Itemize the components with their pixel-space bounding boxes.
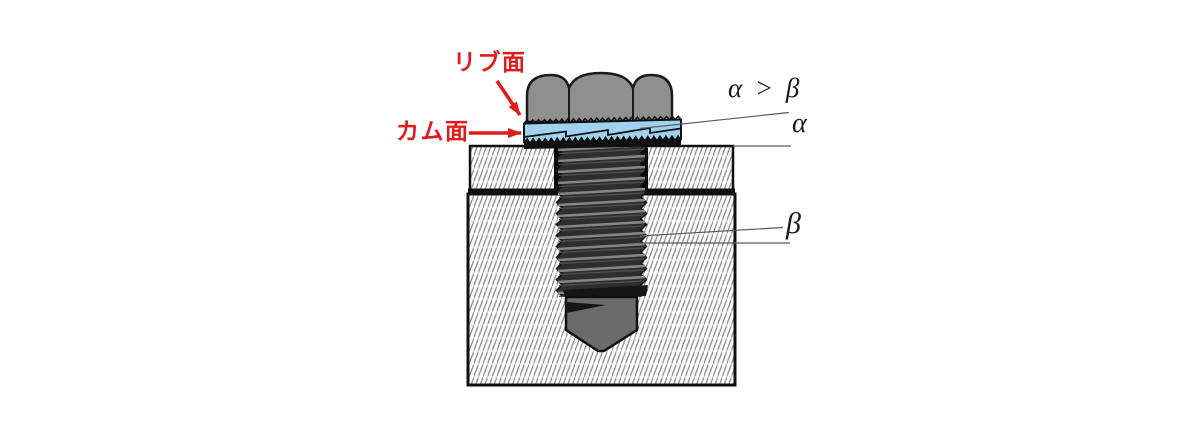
cam-surface-label: カム面 <box>396 118 470 144</box>
rib-arrow-icon <box>495 80 522 116</box>
bolt-threads <box>555 141 648 298</box>
cam-angle-leader-line <box>639 111 790 130</box>
angle-inequality-label: α > β <box>728 73 803 103</box>
washer-bottom-serration <box>524 134 681 149</box>
callout-arrows <box>469 80 522 138</box>
bolt-head <box>525 71 674 124</box>
thread-angle-leader-upper <box>639 226 784 237</box>
cam-washer <box>523 115 682 149</box>
hex-head-facet-lines <box>568 88 634 122</box>
leader-lines <box>637 111 791 244</box>
hex-head-outline <box>525 71 674 124</box>
washer-top-serration <box>523 115 682 125</box>
bolt-tip <box>564 295 639 353</box>
cam-interface-line <box>523 126 682 138</box>
tip-thread-shadow <box>566 302 606 313</box>
beta-label: β <box>786 207 801 240</box>
rib-surface-label: リブ面 <box>453 49 527 75</box>
bolt-tip-group <box>563 285 648 353</box>
alpha-label: α <box>792 108 807 139</box>
